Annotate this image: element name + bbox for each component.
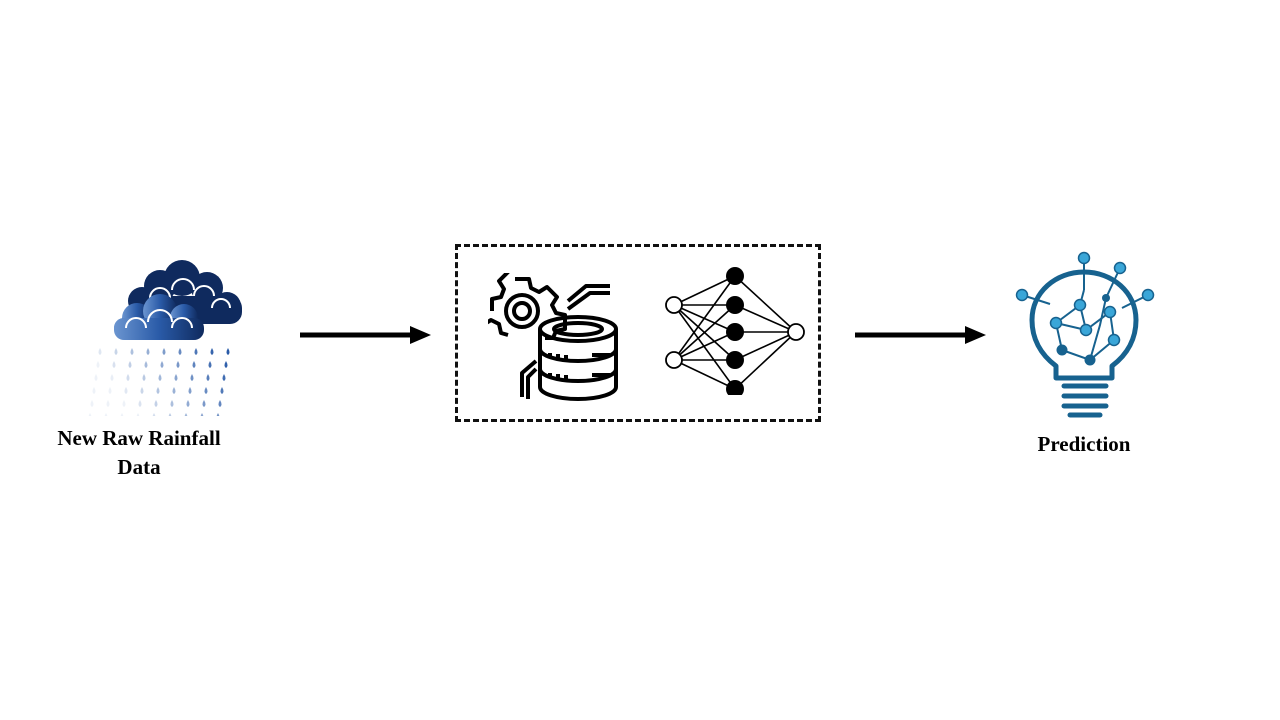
rain-drop xyxy=(128,361,132,368)
rain-drop xyxy=(152,413,156,420)
input-label: New Raw Rainfall Data xyxy=(38,424,240,482)
rain-drop xyxy=(200,413,204,420)
rain-drop xyxy=(174,374,178,381)
rain-drop xyxy=(154,400,158,407)
rain-drop xyxy=(162,348,166,355)
rain-drop xyxy=(124,387,128,394)
rain-drop xyxy=(218,400,222,407)
rain-drop xyxy=(88,413,92,420)
rain-drop xyxy=(226,348,230,355)
rain-drop xyxy=(122,400,126,407)
rain-drop xyxy=(106,400,110,407)
rain-drop xyxy=(94,374,98,381)
rain-drop xyxy=(140,387,144,394)
rain-drop xyxy=(108,387,112,394)
gear-database-icon xyxy=(481,269,623,403)
rain-drop xyxy=(146,348,150,355)
lightbulb-circuit-icon xyxy=(1010,250,1160,420)
rain-drop xyxy=(172,387,176,394)
rain-drop xyxy=(188,387,192,394)
rain-drop xyxy=(204,387,208,394)
rain-drop xyxy=(136,413,140,420)
rain-drop xyxy=(144,361,148,368)
rain-drop xyxy=(216,413,220,420)
input-label-line1: New Raw Rainfall xyxy=(57,426,221,450)
rain-drop xyxy=(112,361,116,368)
rain-drop xyxy=(192,361,196,368)
rain-drop xyxy=(178,348,182,355)
rain-cloud-icon xyxy=(82,256,252,420)
rain-drop xyxy=(170,400,174,407)
neural-network-icon xyxy=(658,263,808,398)
rain-drop xyxy=(224,361,228,368)
rain-drop xyxy=(90,400,94,407)
rain-drop xyxy=(138,400,142,407)
rain-drop xyxy=(120,413,124,420)
rain-drop xyxy=(184,413,188,420)
rain-drop xyxy=(220,387,224,394)
rain-drop xyxy=(176,361,180,368)
rain-drop xyxy=(208,361,212,368)
rain-drop xyxy=(190,374,194,381)
rain-drop xyxy=(168,413,172,420)
rain-drop xyxy=(222,374,226,381)
rain-drop xyxy=(194,348,198,355)
rain-drop xyxy=(156,387,160,394)
output-label: Prediction xyxy=(1037,432,1131,456)
input-label-line2: Data xyxy=(117,455,161,479)
rain-drop xyxy=(96,361,100,368)
rain-drop xyxy=(158,374,162,381)
rain-drop xyxy=(114,348,118,355)
rain-drop xyxy=(160,361,164,368)
rain-drop xyxy=(126,374,130,381)
rain-drop xyxy=(110,374,114,381)
rain-drop xyxy=(210,348,214,355)
model-box xyxy=(455,244,821,422)
rain-drop xyxy=(104,413,108,420)
arrow-input-to-model xyxy=(300,322,432,348)
rain-drop xyxy=(98,348,102,355)
rain-drop xyxy=(186,400,190,407)
rain-drop xyxy=(206,374,210,381)
rain-drop xyxy=(202,400,206,407)
arrow-model-to-output xyxy=(855,322,987,348)
rain-drop xyxy=(142,374,146,381)
rain-drop xyxy=(130,348,134,355)
rain-drop xyxy=(92,387,96,394)
